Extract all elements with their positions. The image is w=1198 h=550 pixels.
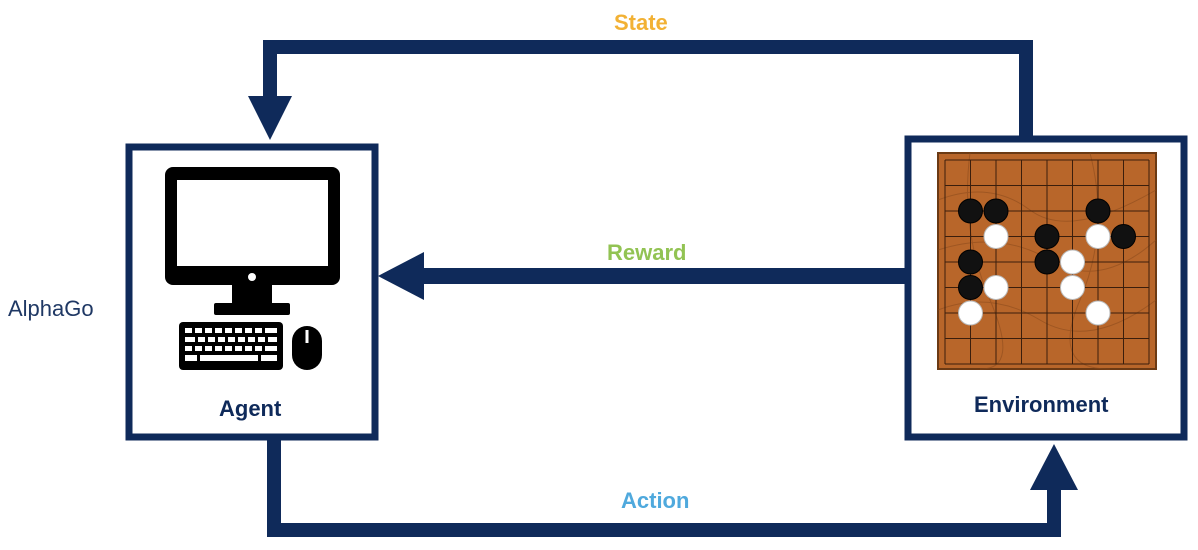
white-stone (1060, 249, 1085, 275)
white-stone (1085, 224, 1111, 249)
black-stone (958, 275, 983, 300)
go-board-icon (937, 152, 1157, 370)
black-stone (1034, 224, 1060, 249)
action-arrowhead (1030, 444, 1078, 490)
black-stone (958, 198, 983, 224)
alphago-label: AlphaGo (8, 296, 94, 321)
black-stone (1085, 198, 1111, 224)
environment-title: Environment (974, 392, 1109, 417)
reward-label: Reward (607, 240, 687, 265)
action-label: Action (621, 488, 690, 513)
white-stone (958, 300, 983, 326)
black-stone (958, 249, 983, 275)
state-arrowhead (248, 96, 292, 140)
action-arrow-line (267, 438, 1061, 537)
black-stone (1111, 224, 1136, 249)
state-label: State (614, 10, 668, 35)
agent-title: Agent (219, 396, 282, 421)
black-stone (983, 198, 1009, 224)
white-stone (983, 275, 1009, 300)
white-stone (1085, 300, 1111, 326)
computer-icon (165, 167, 340, 370)
white-stone (983, 224, 1009, 249)
white-stone (1060, 275, 1085, 300)
state-arrow-line (263, 40, 1033, 138)
black-stone (1034, 249, 1060, 275)
reward-arrowhead (378, 252, 424, 300)
